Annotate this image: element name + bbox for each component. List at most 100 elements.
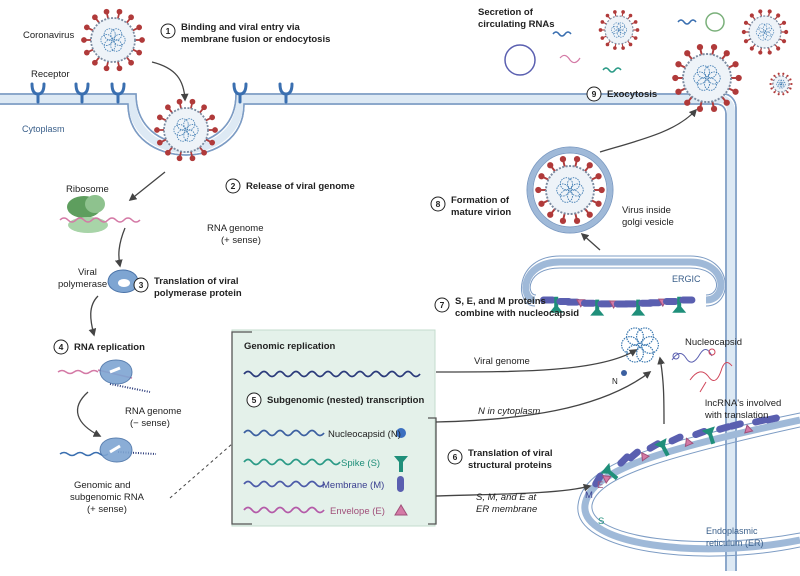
step-number: 2 — [231, 181, 236, 191]
envelope-protein-icon — [684, 437, 694, 448]
e-letter: E — [597, 480, 603, 491]
step-label: Formation of — [451, 195, 510, 206]
transcript-wave-s — [243, 458, 341, 466]
rna-genome-plus-label: RNA genome — [207, 223, 264, 234]
transcript-wave-n — [243, 429, 325, 437]
secretion-label: circulating RNAs — [478, 19, 555, 30]
step-number: 9 — [592, 89, 597, 99]
membrane-protein-icon — [581, 299, 597, 307]
receptors — [30, 82, 294, 104]
nucleocapsid-protein-icon — [396, 428, 406, 438]
viral-polymerase-label: Viral — [78, 267, 97, 278]
step-label: mature virion — [451, 207, 511, 218]
step-label: RNA replication — [74, 342, 145, 353]
step-label: Translation of viral — [468, 448, 552, 459]
circulating-rna-icon — [559, 54, 581, 64]
step-label: Release of viral genome — [246, 181, 355, 192]
exosome-vesicle — [705, 12, 725, 32]
nucleocapsid-icon — [621, 327, 659, 363]
step-number: 6 — [453, 452, 458, 462]
step-number: 3 — [139, 280, 144, 290]
er-proteins — [592, 414, 780, 488]
viral-polymerase-label: polymerase — [58, 279, 107, 290]
n-protein-icon — [621, 370, 627, 376]
golgi-vesicle — [527, 147, 613, 233]
rna-genome-plus-sense: (+ sense) — [221, 235, 261, 246]
coronavirus-label: Coronavirus — [23, 30, 74, 41]
step-label: membrane fusion or endocytosis — [181, 34, 330, 45]
receptor-icon — [232, 82, 248, 104]
membrane-protein-icon — [764, 414, 780, 424]
coronavirus-icon — [81, 8, 145, 72]
membrane-protein-icon — [597, 300, 614, 308]
spike-protein-icon — [672, 296, 687, 313]
viral-genome-label: Viral genome — [474, 356, 530, 367]
membrane-protein-icon — [622, 300, 638, 308]
step-number-circle — [430, 196, 446, 212]
secreted-virus-icon — [598, 10, 640, 50]
cytoplasm-label: Cytoplasm — [22, 124, 65, 134]
receptor-icon — [110, 82, 126, 104]
nucleocapsid-label: Nucleocapsid — [685, 337, 742, 348]
transcript-label: Membrane (M) — [322, 480, 384, 491]
membrane-protein-icon — [627, 448, 641, 462]
circulating-rna-icon — [602, 67, 622, 73]
er-label: Endoplasmic — [706, 526, 758, 536]
spike-protein-icon — [549, 296, 564, 313]
transcript-label: Envelope (E) — [330, 506, 385, 517]
exosome-vesicle — [504, 44, 536, 76]
lncrna-label: lncRNA's involved — [705, 398, 781, 409]
sme-er-label: ER membrane — [476, 504, 537, 515]
step-number-circle — [225, 178, 241, 194]
replication-complex-icon — [57, 359, 151, 393]
step-label: Translation of viral — [154, 276, 238, 287]
step-label: combine with nucleocapsid — [455, 308, 579, 319]
genomic-replication-wave — [243, 370, 421, 378]
transcript-wave-m — [243, 480, 325, 488]
n-letter: N — [612, 377, 618, 386]
receptor-icon — [30, 82, 46, 104]
step-number-circle — [434, 297, 450, 313]
step-number-circle — [160, 23, 176, 39]
step-number: 8 — [436, 199, 441, 209]
step-label: structural proteins — [468, 460, 552, 471]
membrane-protein-icon — [679, 296, 696, 304]
transcript-label: Spike (S) — [341, 458, 380, 469]
spike-protein-icon — [701, 426, 716, 445]
transcription-panel — [231, 329, 436, 527]
rna-genome-minus-sense: (− sense) — [130, 418, 170, 429]
membrane-protein-icon — [668, 433, 684, 445]
step-number-circle — [133, 277, 149, 293]
step-number-circle — [586, 86, 602, 102]
m-letter: M — [585, 490, 593, 501]
step-number-circle — [246, 392, 262, 408]
envelope-protein-icon — [744, 424, 754, 434]
ergic-membrane — [522, 258, 725, 304]
s-letter: S — [598, 516, 604, 527]
envelope-protein-icon — [641, 451, 650, 462]
ribosome-label: Ribosome — [66, 184, 109, 195]
lncrna-icon — [671, 348, 733, 393]
step-label: polymerase protein — [154, 288, 242, 299]
transcript-label: Nucleocapsid (N) — [328, 429, 401, 440]
ribosome-icon — [67, 195, 108, 233]
transcript-wave-e — [243, 506, 325, 514]
step-number: 4 — [59, 342, 64, 352]
virus-golgi-label: golgi vesicle — [622, 217, 674, 228]
zoom-indicator — [169, 443, 233, 499]
rna-genome-minus-label: RNA genome — [125, 406, 182, 417]
membrane-protein-icon — [540, 296, 556, 304]
viral-polymerase-icon — [107, 269, 139, 293]
envelope-protein-icon — [601, 475, 612, 484]
membrane-protein-icon — [728, 420, 744, 430]
step-label: Binding and viral entry via — [181, 22, 300, 33]
transcription-complex-icon — [59, 437, 157, 463]
panel-bracket — [231, 331, 252, 525]
spike-protein-icon — [631, 299, 646, 316]
step-number: 7 — [440, 300, 445, 310]
step-number-circle — [447, 449, 463, 465]
receptor-label: Receptor — [31, 69, 70, 80]
